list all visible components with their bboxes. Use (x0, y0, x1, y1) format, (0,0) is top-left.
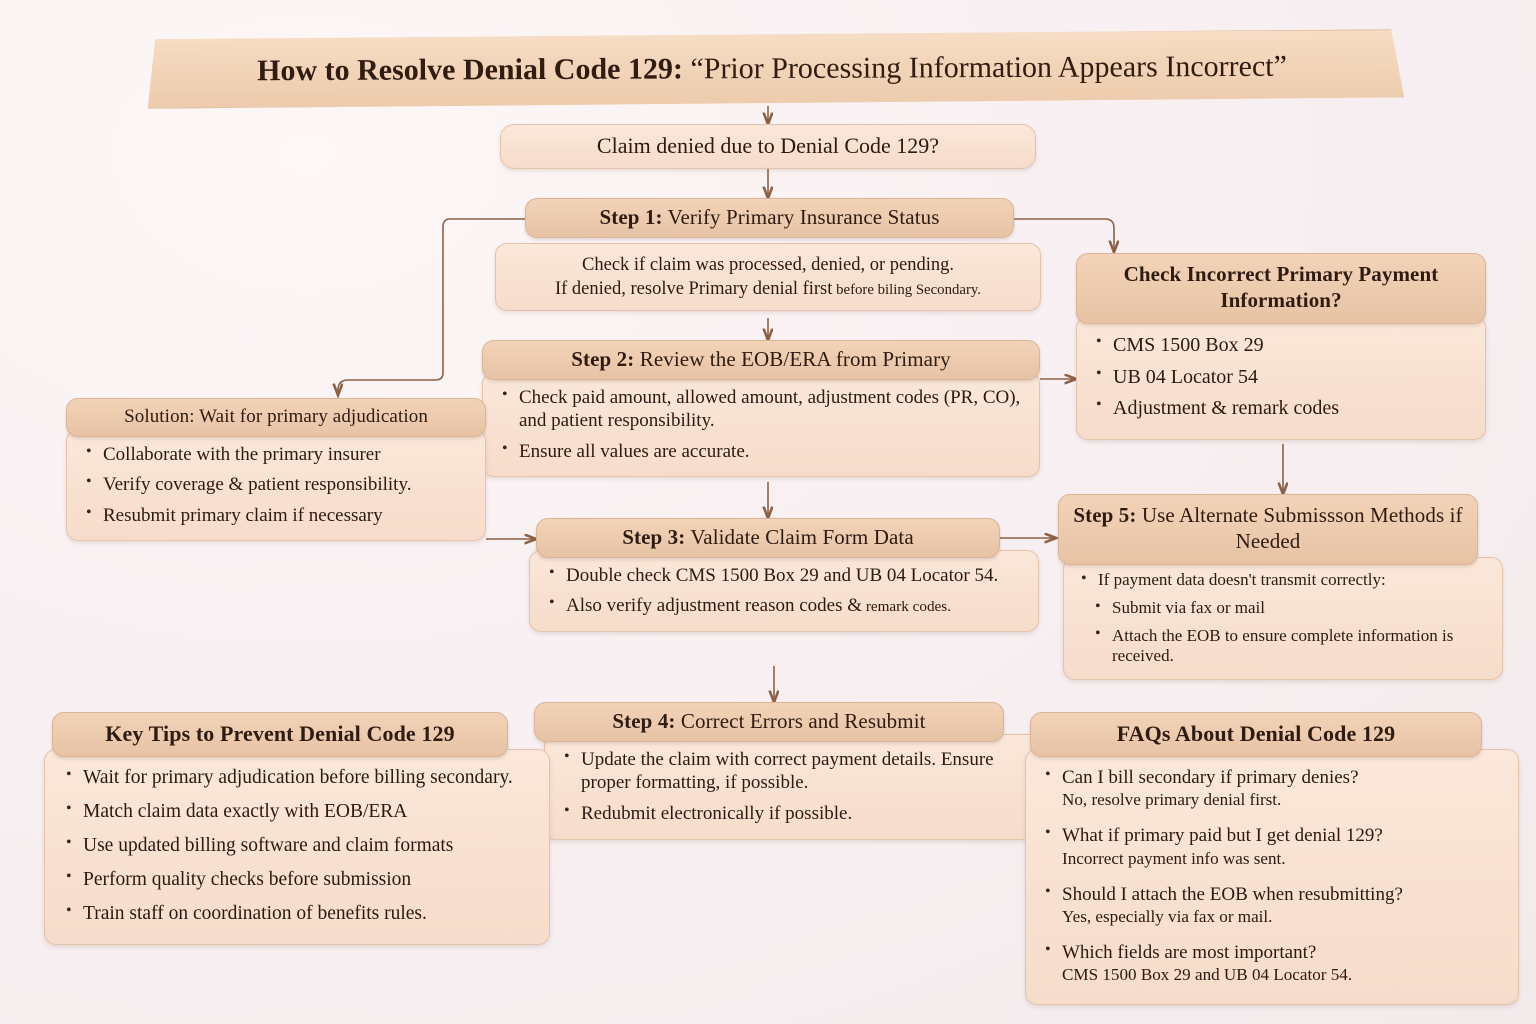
node-step1[interactable]: Step 1: Verify Primary Insurance Status (525, 198, 1014, 238)
page-title-bold: How to Resolve Denial Code 129: (257, 52, 683, 88)
node-start[interactable]: Claim denied due to Denial Code 129? (500, 124, 1036, 169)
step3-header-rest: Validate Claim Form Data (685, 525, 914, 549)
node-step1-detail[interactable]: Check if claim was processed, denied, or… (495, 243, 1041, 312)
faq-item: What if primary paid but I get denial 12… (1042, 823, 1504, 868)
faq-answer: No, resolve primary denial first. (1062, 790, 1282, 810)
list-item: Wait for primary adjudication before bil… (63, 765, 533, 790)
faq-answer: CMS 1500 Box 29 and UB 04 Locator 54. (1062, 965, 1353, 985)
page-title-text: How to Resolve Denial Code 129: “Prior P… (257, 50, 1287, 88)
list-item: Perform quality checks before submission (63, 867, 533, 892)
solution-body: Collaborate with the primary insurer Ver… (66, 429, 486, 542)
solution-bullet-list: Collaborate with the primary insurer Ver… (83, 442, 469, 527)
list-item: UB 04 Locator 54 (1093, 364, 1469, 390)
list-item: Verify coverage & patient responsibility… (83, 472, 469, 496)
list-item: Submit via fax or mail (1092, 597, 1488, 619)
faq-answer: Incorrect payment info was sent. (1062, 848, 1286, 868)
list-item: Use updated billing software and claim f… (63, 833, 533, 858)
step1-detail-line2: If denied, resolve Primary denial first … (510, 277, 1026, 301)
step2-body: Check paid amount, allowed amount, adjus… (482, 372, 1040, 478)
step4-body: Update the claim with correct payment de… (544, 734, 1056, 841)
node-faqs[interactable]: FAQs About Denial Code 129 Can I bill se… (1025, 712, 1519, 1005)
step1-header: Step 1: Verify Primary Insurance Status (525, 198, 1014, 238)
list-item: Collaborate with the primary insurer (83, 442, 469, 466)
list-item: Redubmit electronically if possible. (561, 801, 1041, 825)
node-step5[interactable]: Step 5: Use Alternate Submissson Methods… (1058, 494, 1503, 681)
step2-bullet-list: Check paid amount, allowed amount, adjus… (499, 385, 1023, 463)
faq-answer: Yes, especially via fax or mail. (1062, 907, 1273, 927)
list-item: If payment data doesn't transmit correct… (1078, 569, 1488, 591)
step1-detail-body: Check if claim was processed, denied, or… (495, 243, 1041, 312)
start-label: Claim denied due to Denial Code 129? (500, 124, 1036, 169)
step5-header: Step 5: Use Alternate Submissson Methods… (1058, 494, 1478, 566)
list-item: Resubmit primary claim if necessary (83, 503, 469, 527)
key-tips-header: Key Tips to Prevent Denial Code 129 (52, 712, 508, 757)
step1-header-rest: Verify Primary Insurance Status (662, 205, 940, 229)
step2-header-bold: Step 2: (571, 347, 635, 371)
step2-header-rest: Review the EOB/ERA from Primary (634, 347, 951, 371)
faq-item: Should I attach the EOB when resubmittin… (1042, 882, 1504, 927)
faq-question: What if primary paid but I get denial 12… (1062, 825, 1383, 847)
faq-question: Should I attach the EOB when resubmittin… (1062, 883, 1403, 905)
page-title-quoted: “Prior Processing Information Appears In… (682, 49, 1287, 86)
list-item: Also verify adjustment reason codes & re… (546, 593, 1024, 617)
step1-detail-line1: Check if claim was processed, denied, or… (582, 255, 954, 275)
faqs-list: Can I bill secondary if primary denies? … (1042, 765, 1504, 986)
list-item: Check paid amount, allowed amount, adjus… (499, 385, 1023, 433)
step5-bullet-list: If payment data doesn't transmit correct… (1078, 569, 1488, 666)
page-title: How to Resolve Denial Code 129: “Prior P… (140, 29, 1404, 109)
faq-item: Can I bill secondary if primary denies? … (1042, 765, 1504, 810)
list-item: Update the claim with correct payment de… (561, 747, 1041, 795)
faq-question: Which fields are most important? (1062, 942, 1317, 964)
step3-header-bold: Step 3: (622, 525, 686, 549)
node-solution[interactable]: Solution: Wait for primary adjudication … (66, 398, 486, 542)
step5-header-bold: Step 5: (1073, 503, 1137, 527)
node-check-primary-payment[interactable]: Check Incorrect Primary Payment Informat… (1076, 253, 1486, 440)
step3-body: Double check CMS 1500 Box 29 and UB 04 L… (529, 550, 1039, 632)
check-primary-bullet-list: CMS 1500 Box 29 UB 04 Locator 54 Adjustm… (1093, 332, 1469, 421)
node-step3[interactable]: Step 3: Validate Claim Form Data Double … (529, 518, 1039, 632)
list-item: Ensure all values are accurate. (499, 439, 1023, 463)
list-item: Train staff on coordination of benefits … (63, 901, 533, 926)
key-tips-bullet-list: Wait for primary adjudication before bil… (63, 765, 533, 926)
step4-bullet-list: Update the claim with correct payment de… (561, 747, 1041, 825)
step1-detail-line2-main: If denied, resolve Primary denial first (554, 279, 833, 300)
key-tips-body: Wait for primary adjudication before bil… (44, 749, 550, 945)
list-item: Double check CMS 1500 Box 29 and UB 04 L… (546, 563, 1024, 587)
faqs-header: FAQs About Denial Code 129 (1030, 712, 1482, 757)
step3-bullet2-small: remark codes. (862, 598, 951, 616)
step4-header-bold: Step 4: (612, 709, 676, 733)
list-item: Attach the EOB to ensure complete inform… (1092, 625, 1488, 666)
step3-bullet-list: Double check CMS 1500 Box 29 and UB 04 L… (546, 563, 1024, 618)
check-primary-header: Check Incorrect Primary Payment Informat… (1076, 253, 1486, 325)
step3-header: Step 3: Validate Claim Form Data (536, 518, 1000, 558)
step2-header: Step 2: Review the EOB/ERA from Primary (482, 340, 1040, 380)
node-key-tips[interactable]: Key Tips to Prevent Denial Code 129 Wait… (44, 712, 550, 945)
node-step2[interactable]: Step 2: Review the EOB/ERA from Primary … (482, 340, 1040, 478)
list-item: Match claim data exactly with EOB/ERA (63, 799, 533, 824)
step4-header: Step 4: Correct Errors and Resubmit (534, 702, 1004, 742)
step4-header-rest: Correct Errors and Resubmit (675, 709, 926, 733)
step1-detail-line2-small: before biling Secondary. (832, 282, 982, 299)
faq-question: Can I bill secondary if primary denies? (1062, 767, 1359, 788)
step3-bullet2-main: Also verify adjustment reason codes & (566, 595, 863, 617)
node-step4[interactable]: Step 4: Correct Errors and Resubmit Upda… (534, 702, 1056, 841)
check-primary-body: CMS 1500 Box 29 UB 04 Locator 54 Adjustm… (1076, 316, 1486, 440)
list-item: Adjustment & remark codes (1093, 395, 1469, 421)
list-item: CMS 1500 Box 29 (1093, 332, 1469, 358)
solution-header: Solution: Wait for primary adjudication (66, 398, 486, 437)
faqs-body: Can I bill secondary if primary denies? … (1025, 749, 1519, 1005)
step1-header-bold: Step 1: (599, 205, 663, 229)
faq-item: Which fields are most important? CMS 150… (1042, 940, 1504, 985)
step5-body: If payment data doesn't transmit correct… (1063, 557, 1503, 681)
step5-header-rest: Use Alternate Submissson Methods if Need… (1136, 503, 1463, 553)
